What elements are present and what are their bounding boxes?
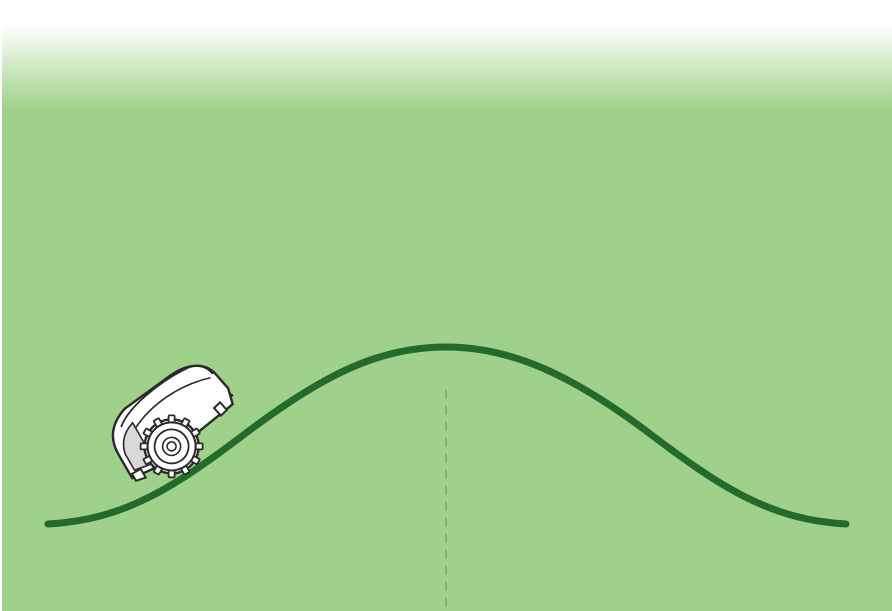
hill-slope-line: [44, 343, 850, 528]
mower-wheel: [139, 414, 204, 479]
robotic-lawn-mower-icon: [111, 364, 234, 482]
left-edge: [0, 0, 2, 611]
